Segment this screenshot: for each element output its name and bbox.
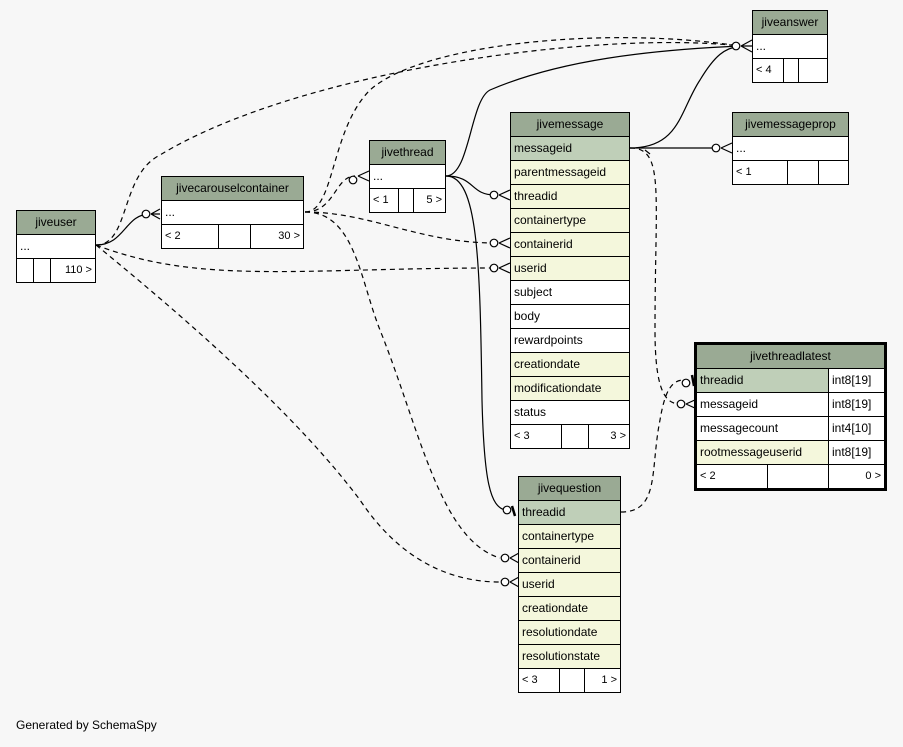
parent-count: < 2: [696, 464, 768, 489]
table-jivemessage[interactable]: jivemessage messageid parentmessageid th…: [510, 112, 630, 449]
column-row: ...: [16, 234, 96, 259]
column-row: modificationdate: [510, 376, 630, 401]
column-count: [767, 464, 829, 489]
child-count: 0 >: [828, 464, 885, 489]
edge-user-carousel: [95, 213, 151, 246]
column-row: userid: [518, 572, 621, 597]
table-title: jiveanswer: [752, 10, 828, 35]
column-row: ...: [161, 200, 304, 225]
column-row: creationdate: [518, 596, 621, 621]
column-type: int4[10]: [828, 416, 885, 441]
column-type: int8[19]: [828, 368, 885, 393]
column-row: ...: [752, 34, 828, 59]
child-count: 110 >: [50, 258, 96, 283]
column-name: messagecount: [696, 416, 829, 441]
table-title: jivequestion: [518, 476, 621, 501]
column-row: resolutiondate: [518, 620, 621, 645]
child-count: [798, 58, 828, 83]
column-name: threadid: [696, 368, 829, 393]
column-row: containertype: [518, 524, 621, 549]
table-title: jivemessage: [510, 112, 630, 137]
column-row: containertype: [510, 208, 630, 233]
column-row: body: [510, 304, 630, 329]
edge-message-threadlatest: [629, 147, 681, 405]
table-jivethread[interactable]: jivethread ... < 1 5 >: [369, 140, 446, 213]
column-row: creationdate: [510, 352, 630, 377]
column-row: messageid: [510, 136, 630, 161]
table-title: jivemessageprop: [732, 112, 849, 137]
column-name: rootmessageuserid: [696, 440, 829, 465]
column-row: userid: [510, 256, 630, 281]
table-jivequestion[interactable]: jivequestion threadid containertype cont…: [518, 476, 621, 693]
parent-count: < 1: [732, 160, 788, 185]
table-jiveanswer[interactable]: jiveanswer ... < 4: [752, 10, 828, 83]
child-count: 3 >: [588, 424, 630, 449]
column-count: [561, 424, 589, 449]
column-count: [218, 224, 251, 249]
edge-thread-question: [445, 175, 507, 511]
column-name: messageid: [696, 392, 829, 417]
table-title: jivethread: [369, 140, 446, 165]
column-type: int8[19]: [828, 440, 885, 465]
parent-count: < 1: [369, 188, 399, 213]
edge-user-message: [95, 244, 496, 273]
table-jiveuser[interactable]: jiveuser ... 110 >: [16, 210, 96, 283]
column-row: containerid: [510, 232, 630, 257]
edge-carousel-thread: [304, 175, 356, 213]
column-count: [33, 258, 51, 283]
edge-message-answer: [629, 45, 741, 149]
edge-thread-answer: [445, 45, 741, 177]
column-row: threadid: [518, 500, 621, 525]
parent-count: < 3: [518, 668, 560, 693]
column-row: ...: [369, 164, 446, 189]
column-row: threadid: [510, 184, 630, 209]
table-title: jivethreadlatest: [696, 344, 885, 369]
column-row: parentmessageid: [510, 160, 630, 185]
edge-user-answer: [95, 41, 741, 246]
column-count: [398, 188, 414, 213]
column-row: containerid: [518, 548, 621, 573]
parent-count: [16, 258, 34, 283]
column-row: resolutionstate: [518, 644, 621, 669]
table-title: jiveuser: [16, 210, 96, 235]
column-type: int8[19]: [828, 392, 885, 417]
column-row: rewardpoints: [510, 328, 630, 353]
edge-user-question: [95, 244, 501, 583]
generated-by-footer: Generated by SchemaSpy: [16, 718, 157, 732]
parent-count: < 2: [161, 224, 219, 249]
column-row: subject: [510, 280, 630, 305]
child-count: [818, 160, 849, 185]
edge-thread-message-threadid: [445, 175, 496, 196]
edge-carousel-answer: [304, 37, 741, 213]
parent-count: < 3: [510, 424, 562, 449]
column-count: [783, 58, 799, 83]
column-count: [559, 668, 585, 693]
edge-carousel-message: [304, 211, 496, 244]
child-count: 5 >: [413, 188, 446, 213]
table-title: jivecarouselcontainer: [161, 176, 304, 201]
edge-question-threadlatest: [620, 379, 685, 513]
table-jivecarouselcontainer[interactable]: jivecarouselcontainer ... < 2 30 >: [161, 176, 304, 249]
child-count: 1 >: [584, 668, 621, 693]
column-row: ...: [732, 136, 849, 161]
edge-carousel-question: [304, 211, 501, 559]
column-row: status: [510, 400, 630, 425]
parent-count: < 4: [752, 58, 784, 83]
child-count: 30 >: [250, 224, 304, 249]
table-jivemessageprop[interactable]: jivemessageprop ... < 1: [732, 112, 849, 185]
column-count: [787, 160, 819, 185]
